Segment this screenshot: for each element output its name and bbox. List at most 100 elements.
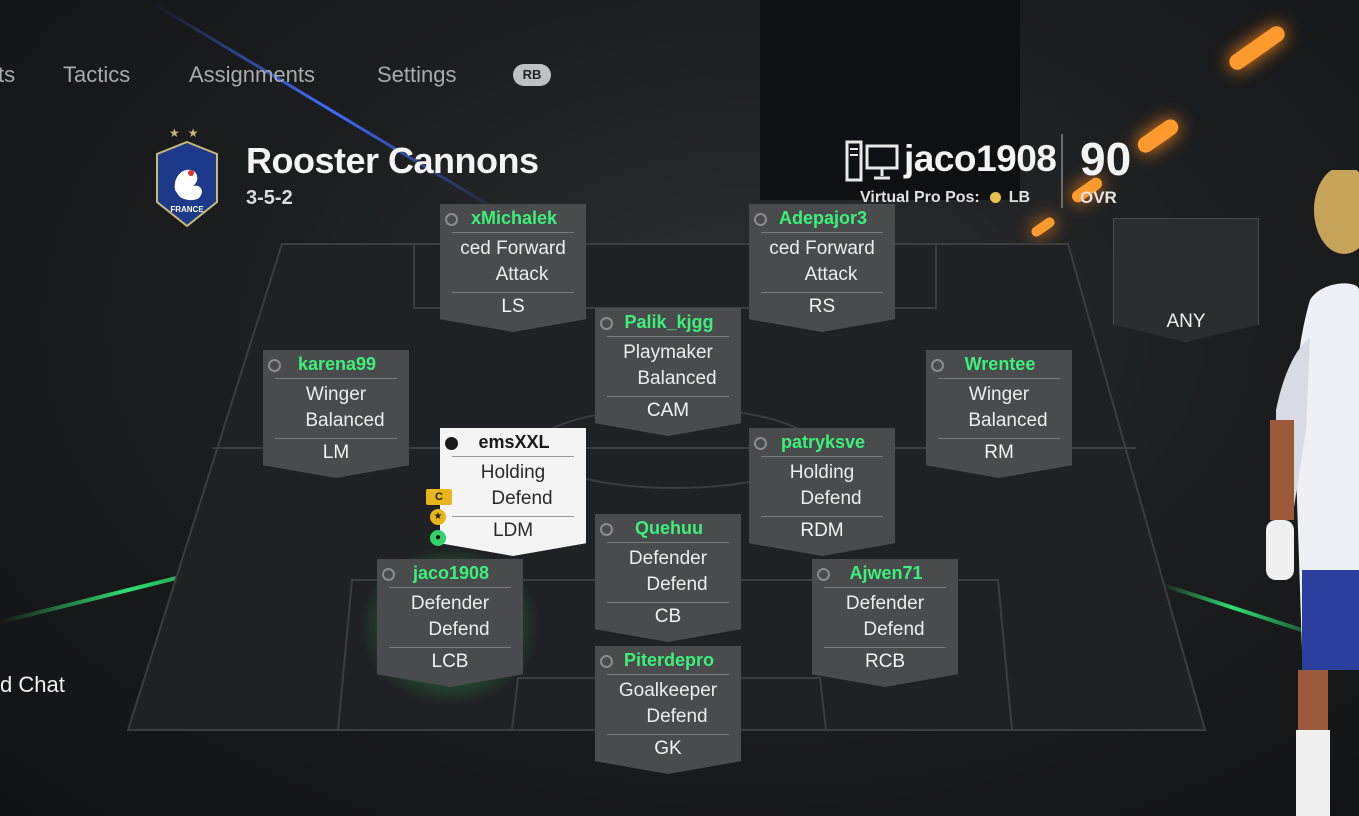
pc-platform-icon xyxy=(845,140,899,182)
card-divider xyxy=(938,438,1060,439)
virtual-pro-pos: LB xyxy=(1008,189,1031,206)
player-name: karena99 xyxy=(297,354,377,374)
card-divider xyxy=(607,734,729,735)
card-divider xyxy=(607,336,729,337)
controller-icon xyxy=(817,568,830,581)
player-position: LCB xyxy=(431,651,469,672)
card-divider xyxy=(452,292,574,293)
card-divider xyxy=(607,542,729,543)
any-slot-card[interactable]: ANY xyxy=(1113,218,1259,342)
player-position: LM xyxy=(322,442,350,463)
virtual-pro-label: Virtual Pro Pos: xyxy=(860,189,980,206)
player-position: RM xyxy=(984,442,1014,463)
player-position: LS xyxy=(501,296,525,317)
card-divider xyxy=(761,232,883,233)
player-position: CAM xyxy=(646,400,690,421)
virtual-pro-position: Virtual Pro Pos: LB xyxy=(860,189,1030,207)
controller-icon xyxy=(268,359,281,372)
card-divider xyxy=(389,647,511,648)
card-divider xyxy=(761,516,883,517)
player-name: Ajwen71 xyxy=(849,563,923,583)
card-divider xyxy=(824,647,946,648)
chat-label[interactable]: d Chat xyxy=(0,672,65,697)
player-name: Wrentee xyxy=(964,354,1036,374)
xbox-icon xyxy=(600,655,613,668)
player-name: Piterdepro xyxy=(623,650,715,670)
ovr-value: 90 xyxy=(1080,133,1132,185)
header-divider xyxy=(1061,134,1063,208)
username: jaco1908 xyxy=(904,138,1057,179)
ovr-label: OVR xyxy=(1080,188,1117,207)
controller-icon xyxy=(754,437,767,450)
ready-icon: ● xyxy=(430,530,446,546)
player-position: RDM xyxy=(800,520,844,541)
xbox-icon xyxy=(931,359,944,372)
player-position: RCB xyxy=(864,651,906,672)
card-divider xyxy=(761,456,883,457)
player-position: LDM xyxy=(492,520,534,541)
player-name: emsXXL xyxy=(478,432,550,452)
any-slot-label: ANY xyxy=(1166,311,1206,332)
player-name: Quehuu xyxy=(635,518,703,538)
card-divider xyxy=(938,378,1060,379)
card-divider xyxy=(607,602,729,603)
player-position: GK xyxy=(654,738,682,759)
position-dot-icon xyxy=(989,192,1001,203)
controller-icon xyxy=(754,213,767,226)
team-crest-icon: FRANCE xyxy=(156,140,218,228)
card-divider xyxy=(607,674,729,675)
controller-icon xyxy=(445,213,458,226)
controller-icon xyxy=(600,317,613,330)
player-name: patryksve xyxy=(780,432,866,452)
card-divider xyxy=(275,378,397,379)
stars-icon: ★★ xyxy=(169,126,207,140)
card-divider xyxy=(452,456,574,457)
star-icon: ★ xyxy=(430,509,446,525)
player-name: jaco1908 xyxy=(412,563,490,583)
formation-label: 3-5-2 xyxy=(246,187,293,209)
controller-icon xyxy=(600,523,613,536)
card-divider xyxy=(452,516,574,517)
rb-button-hint[interactable]: RB xyxy=(513,64,551,86)
captain-badge: C xyxy=(426,489,452,505)
player-name: xMichalek xyxy=(470,208,558,228)
card-divider xyxy=(761,292,883,293)
tab-settings[interactable]: Settings xyxy=(377,62,457,87)
tab-partial[interactable]: ts xyxy=(0,62,16,87)
player-name: Adepajor3 xyxy=(778,208,868,228)
card-divider xyxy=(607,396,729,397)
team-name: Rooster Cannons xyxy=(246,140,539,181)
player-model-image xyxy=(1266,170,1359,816)
tab-tactics[interactable]: Tactics xyxy=(63,62,131,87)
card-divider xyxy=(389,587,511,588)
controller-icon xyxy=(382,568,395,581)
player-position: CB xyxy=(654,606,682,627)
card-divider xyxy=(824,587,946,588)
tab-assignments[interactable]: Assignments xyxy=(189,62,315,87)
card-divider xyxy=(452,232,574,233)
xbox-icon xyxy=(445,437,458,450)
player-name: Palik_kjgg xyxy=(624,312,714,332)
